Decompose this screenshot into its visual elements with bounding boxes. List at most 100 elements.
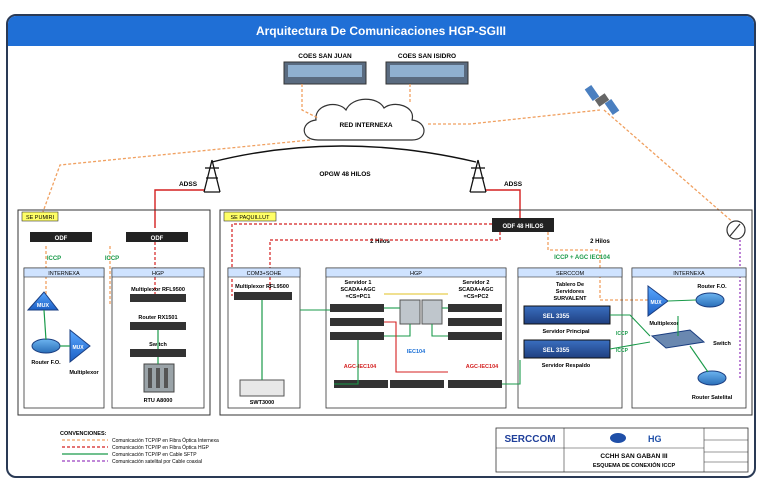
svg-text:ODF: ODF xyxy=(55,236,68,242)
svg-text:Multiplexor RFL9500: Multiplexor RFL9500 xyxy=(235,284,289,290)
legend-label-0: Comunicación TCP/IP en Fibra Óptica Inte… xyxy=(112,437,219,444)
mux-right-icon: MUX Multiplexor xyxy=(647,285,680,327)
svg-text:INTERNEXA: INTERNEXA xyxy=(673,271,705,277)
site-right-box xyxy=(219,209,753,416)
svg-text:Multiplexor: Multiplexor xyxy=(69,370,99,376)
servidor-2: Servidor 2 SCADA+AGC =CS=PC2 xyxy=(448,280,502,340)
svg-text:ODF 48 HILOS: ODF 48 HILOS xyxy=(502,224,543,230)
iccp-label-srv1: ICCP xyxy=(616,331,629,337)
svg-text:HGP: HGP xyxy=(152,271,164,277)
tower-left-icon xyxy=(203,159,221,193)
project-name: CCHH SAN GABAN III xyxy=(600,453,667,460)
svg-text:MUX: MUX xyxy=(72,345,84,351)
svg-text:Multiplexor RFL9500: Multiplexor RFL9500 xyxy=(131,287,185,293)
agc-label-right: AGC-IEC104 xyxy=(466,364,499,370)
iccp-label-left-2: ICCP xyxy=(105,256,119,262)
iccp-label-srv2: ICCP xyxy=(616,348,629,354)
svg-text:Router Satelital: Router Satelital xyxy=(692,395,733,401)
odf-48-hilos: ODF 48 HILOS xyxy=(492,218,554,232)
svg-text:Servidor 2: Servidor 2 xyxy=(463,280,490,286)
mux-left-2-icon: MUX Multiplexor xyxy=(69,328,100,376)
svg-text:MUX: MUX xyxy=(37,303,50,309)
site-right-label: SE PAQUILLUT xyxy=(230,215,270,221)
servidor-1: Servidor 1 SCADA+AGC =CS=PC1 xyxy=(330,280,384,340)
page-title: Arquitectura De Comunicaciones HGP-SGIII xyxy=(8,16,754,46)
svg-text:SURVALENT: SURVALENT xyxy=(553,296,587,302)
cloud-label: RED INTERNEXA xyxy=(339,122,392,129)
satellite-icon xyxy=(584,84,620,116)
opgw-label: OPGW 48 HILOS xyxy=(319,171,371,178)
servidor-respaldo: SEL 3355 Servidor Respaldo xyxy=(523,339,611,369)
servidor-principal: SEL 3355 Servidor Principal xyxy=(523,305,611,335)
svg-text:SEL 3355: SEL 3355 xyxy=(543,348,570,354)
switch-right-icon: Switch xyxy=(650,329,731,349)
satellite-dish-icon xyxy=(726,220,746,240)
svg-text:Tablero De: Tablero De xyxy=(556,282,584,288)
svg-text:SCADA+AGC: SCADA+AGC xyxy=(459,287,494,293)
legend-label-3: Comunicación satelital por Cable coaxial xyxy=(112,459,202,465)
swt3000: SWT3000 xyxy=(239,379,285,406)
svg-text:Router F.O.: Router F.O. xyxy=(697,284,727,290)
drawing-name: ESQUEMA DE CONEXIÓN ICCP xyxy=(593,461,676,469)
svg-text:=CS=PC2: =CS=PC2 xyxy=(464,294,489,300)
site-left-box xyxy=(17,209,211,416)
legend: CONVENCIONES: Comunicación TCP/IP en Fib… xyxy=(60,431,219,465)
hgp-logo-icon: HG xyxy=(610,433,662,444)
router-fo-left-icon: Router F.O. xyxy=(31,338,61,366)
title-block: SERCCOM CCHH SAN GABAN III ESQUEMA DE CO… xyxy=(495,427,749,473)
svg-text:Router F.O.: Router F.O. xyxy=(31,360,61,366)
iccp-label-left: ICCP xyxy=(47,256,61,262)
svg-text:Servidor Principal: Servidor Principal xyxy=(542,329,590,335)
odf-left-2: ODF xyxy=(126,232,188,242)
diagram-frame: Arquitectura De Comunicaciones HGP-SGIII xyxy=(6,14,756,478)
router-fo-right-icon: Router F.O. xyxy=(695,284,727,308)
svg-text:CONVENCIONES:: CONVENCIONES: xyxy=(60,431,107,437)
svg-text:ODF: ODF xyxy=(151,236,164,242)
svg-text:MUX: MUX xyxy=(650,300,662,306)
iccp-agc-label: ICCP + AGC IEC104 xyxy=(554,255,611,261)
iec104-label: IEC104 xyxy=(407,349,426,355)
site-left-label: SE PUMIRI xyxy=(26,215,55,221)
svg-text:Multiplexor: Multiplexor xyxy=(649,321,679,327)
tablero-survalent: Tablero De Servidores SURVALENT xyxy=(553,282,587,302)
svg-text:HGP: HGP xyxy=(410,271,422,277)
coes-san-juan: COES SAN JUAN xyxy=(283,53,367,85)
svg-text:HG: HG xyxy=(648,434,662,444)
tower-right-icon xyxy=(469,159,487,193)
svg-text:=CS=PC1: =CS=PC1 xyxy=(346,294,371,300)
svg-text:INTERNEXA: INTERNEXA xyxy=(48,271,80,277)
svg-text:SERCCOM: SERCCOM xyxy=(556,271,585,277)
svg-text:Servidores: Servidores xyxy=(556,289,584,295)
router-rx-left: Router RX1501 xyxy=(130,315,186,330)
rtu-a8000: RTU A8000 xyxy=(143,363,175,404)
coes-san-juan-label: COES SAN JUAN xyxy=(298,53,352,60)
svg-text:Router RX1501: Router RX1501 xyxy=(138,315,177,321)
mux-icon: MUX xyxy=(26,291,60,311)
adss-left-label: ADSS xyxy=(179,181,198,188)
svg-text:SWT3000: SWT3000 xyxy=(250,400,274,406)
internet-cloud: RED INTERNEXA xyxy=(303,98,425,141)
legend-label-1: Comunicación TCP/IP en Fibra Óptica HGP xyxy=(112,444,209,451)
svg-text:Servidor 1: Servidor 1 xyxy=(345,280,372,286)
coes-san-isidro-label: COES SAN ISIDRO xyxy=(398,53,456,60)
switch-stack xyxy=(334,299,502,388)
svg-text:Servidor Respaldo: Servidor Respaldo xyxy=(542,363,591,369)
coes-san-isidro: COES SAN ISIDRO xyxy=(385,53,469,85)
multiplexor-rfl-left: Multiplexor RFL9500 xyxy=(130,287,186,302)
legend-label-2: Comunicación TCP/IP en Cable SFTP xyxy=(112,452,197,458)
svg-text:SEL 3355: SEL 3355 xyxy=(543,314,570,320)
two-hilos-right: 2 Hilos xyxy=(590,239,610,245)
agc-label-left: AGC-IEC104 xyxy=(344,364,377,370)
svg-text:SCADA+AGC: SCADA+AGC xyxy=(341,287,376,293)
svg-text:RTU A8000: RTU A8000 xyxy=(144,398,173,404)
svg-text:Switch: Switch xyxy=(713,341,731,347)
internexa-panel-left xyxy=(23,267,105,409)
two-hilos-left: 2 Hilos xyxy=(370,239,390,245)
company-logo: SERCCOM xyxy=(504,434,555,445)
odf-left-1: ODF xyxy=(30,232,92,242)
adss-right-label: ADSS xyxy=(504,181,523,188)
router-satelital-icon: Router Satelital xyxy=(692,370,733,401)
svg-text:COM3+SOHE: COM3+SOHE xyxy=(247,271,282,277)
multiplexor-rfl-right: Multiplexor RFL9500 xyxy=(234,284,292,300)
